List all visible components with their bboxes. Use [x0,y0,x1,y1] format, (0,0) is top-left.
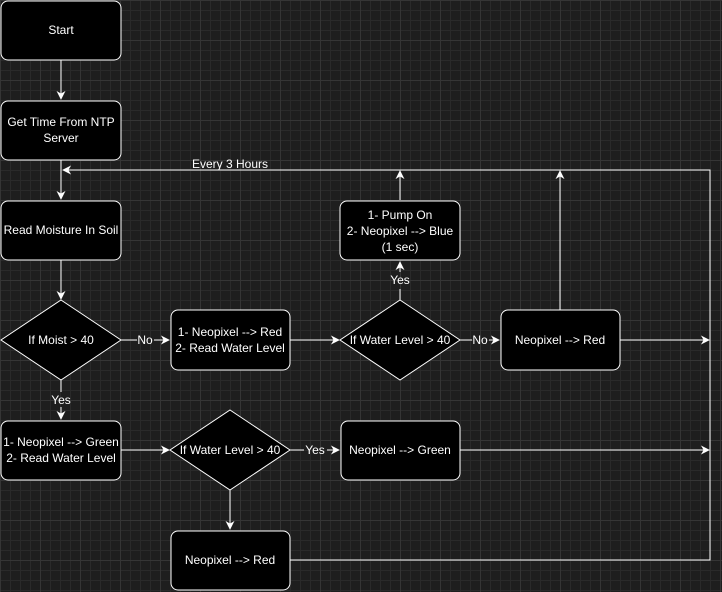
node-green-read-water-label-1: 1- Neopixel --> Green [3,435,119,449]
edge-label-water-top-yes: Yes [390,273,410,287]
node-get-time-label-1: Get Time From NTP [7,115,114,129]
node-neopixel-red-top[interactable]: Neopixel --> Red [500,309,621,371]
node-start-label: Start [48,23,74,37]
node-read-moisture[interactable]: Read Moisture In Soil [0,200,122,261]
edge-label-water-top-no: No [472,333,488,347]
node-pump-on-label-3: (1 sec) [382,240,419,254]
connectors [56,60,711,561]
node-neopixel-green[interactable]: Neopixel --> Green [340,420,461,481]
node-start[interactable]: Start [0,0,122,61]
node-pump-on[interactable]: 1- Pump On 2- Neopixel --> Blue (1 sec) [339,200,461,261]
edge-labels: Every 3 Hours No Yes Yes No Yes [51,157,488,457]
node-neopixel-red-top-label: Neopixel --> Red [515,333,605,347]
node-get-time-label-2: Server [43,131,78,145]
node-red-read-water[interactable]: 1- Neopixel --> Red 2- Read Water Level [170,309,291,371]
node-get-time[interactable]: Get Time From NTP Server [0,100,122,161]
node-neopixel-red-bottom[interactable]: Neopixel --> Red [170,530,291,591]
node-green-read-water[interactable]: 1- Neopixel --> Green 2- Read Water Leve… [0,420,122,481]
node-if-water-top[interactable]: If Water Level > 40 [339,299,461,381]
edge-label-every-3-hours: Every 3 Hours [192,157,268,171]
edge-label-moist-yes: Yes [51,393,71,407]
node-red-read-water-label-1: 1- Neopixel --> Red [178,325,282,339]
node-if-water-bottom[interactable]: If Water Level > 40 [169,409,291,491]
node-red-read-water-label-2: 2- Read Water Level [175,341,285,355]
edge-label-water-bottom-yes: Yes [305,443,325,457]
edge-label-moist-no: No [137,333,153,347]
node-neopixel-green-label: Neopixel --> Green [349,443,451,457]
node-green-read-water-label-2: 2- Read Water Level [6,451,116,465]
node-if-water-bottom-label: If Water Level > 40 [180,443,281,457]
node-neopixel-red-bottom-label: Neopixel --> Red [185,553,275,567]
node-if-moist[interactable]: If Moist > 40 [0,299,122,381]
node-pump-on-label-1: 1- Pump On [368,208,433,222]
node-if-water-top-label: If Water Level > 40 [350,333,451,347]
node-pump-on-label-2: 2- Neopixel --> Blue [347,224,454,238]
node-if-moist-label: If Moist > 40 [28,333,94,347]
edge-loop-every-3-hours[interactable] [62,165,711,561]
node-read-moisture-label: Read Moisture In Soil [4,223,119,237]
